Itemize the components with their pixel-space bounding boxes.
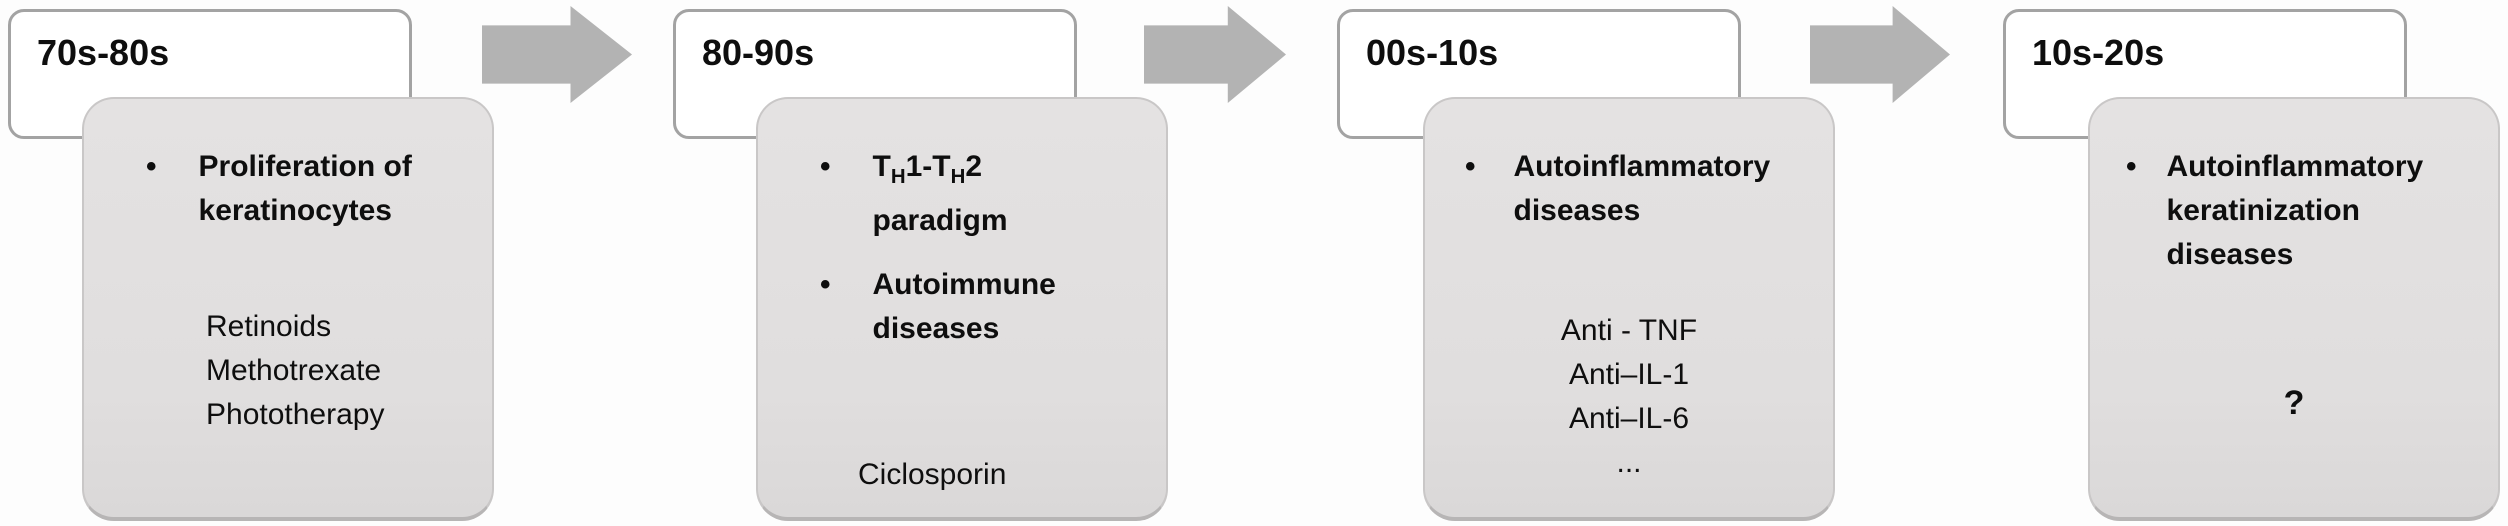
bullet-dot-icon: • [1465, 150, 1476, 183]
era-00s-10s-content-box: • Autoinflammatory diseases Anti - TNF A… [1423, 97, 1835, 521]
bullet-item: • Autoinflammatory diseases [1425, 145, 1833, 233]
bullet-dot-icon: • [820, 150, 831, 183]
treatment-list: Retinoids Methotrexate Phototherapy [84, 305, 492, 437]
bullet-text: TH1-TH2 paradigm [873, 145, 1144, 243]
treatment-list: Ciclosporin [758, 453, 1166, 497]
bullet-text: Autoimmune diseases [872, 268, 1056, 346]
arrow-right-icon [482, 6, 632, 103]
treatment-item: Anti–IL-1 [1568, 358, 1690, 391]
arrow-right-icon [1810, 6, 1950, 103]
era-10s-20s-content-box: • Autoinflammatory keratinization diseas… [2088, 97, 2500, 521]
era-10s-20s-period-label: 10s-20s [2032, 32, 2165, 73]
bullet-item: • Autoinflammatory keratinization diseas… [2090, 145, 2498, 277]
bullet-dot-icon: • [2126, 150, 2137, 183]
subscript-h: H [950, 166, 966, 189]
treatment-item: Methotrexate [206, 354, 382, 387]
bullet-text: Autoinflammatory diseases [1513, 150, 1771, 227]
question-mark: ? [2283, 384, 2305, 422]
bullet-dot-icon: • [146, 150, 157, 183]
treatment-item: Anti–IL-6 [1568, 402, 1690, 435]
bullet-item: • Proliferation of keratinocytes [84, 145, 492, 233]
bullet-text: Proliferation of keratinocytes [198, 150, 412, 227]
ellipsis-item: ... [1616, 446, 1642, 479]
th-paradigm-line: TH1-TH2 [872, 150, 982, 189]
treatment-item: Ciclosporin [858, 458, 1007, 491]
bullet-item: • Autoimmune diseases [758, 263, 1166, 351]
era-70s-80s-period-label: 70s-80s [37, 32, 170, 73]
era-00s-10s-period-label: 00s-10s [1366, 32, 1499, 73]
treatment-list: Anti - TNF Anti–IL-1 Anti–IL-6 ... [1425, 309, 1833, 485]
treatment-item: Retinoids [206, 310, 332, 343]
paradigm-word: paradigm [872, 204, 1008, 238]
era-80-90s-period-label: 80-90s [702, 32, 815, 73]
bullet-item: • TH1-TH2 paradigm [758, 145, 1166, 243]
bullet-dot-icon: • [820, 268, 831, 302]
bullet-text: Autoinflammatory keratinization diseases [2166, 150, 2424, 271]
era-70s-80s-content-box: • Proliferation of keratinocytes Retinoi… [82, 97, 494, 521]
treatment-item: Anti - TNF [1560, 314, 1698, 347]
arrow-right-icon [1144, 6, 1286, 103]
treatment-item: Phototherapy [206, 398, 385, 431]
subscript-h: H [890, 166, 906, 189]
